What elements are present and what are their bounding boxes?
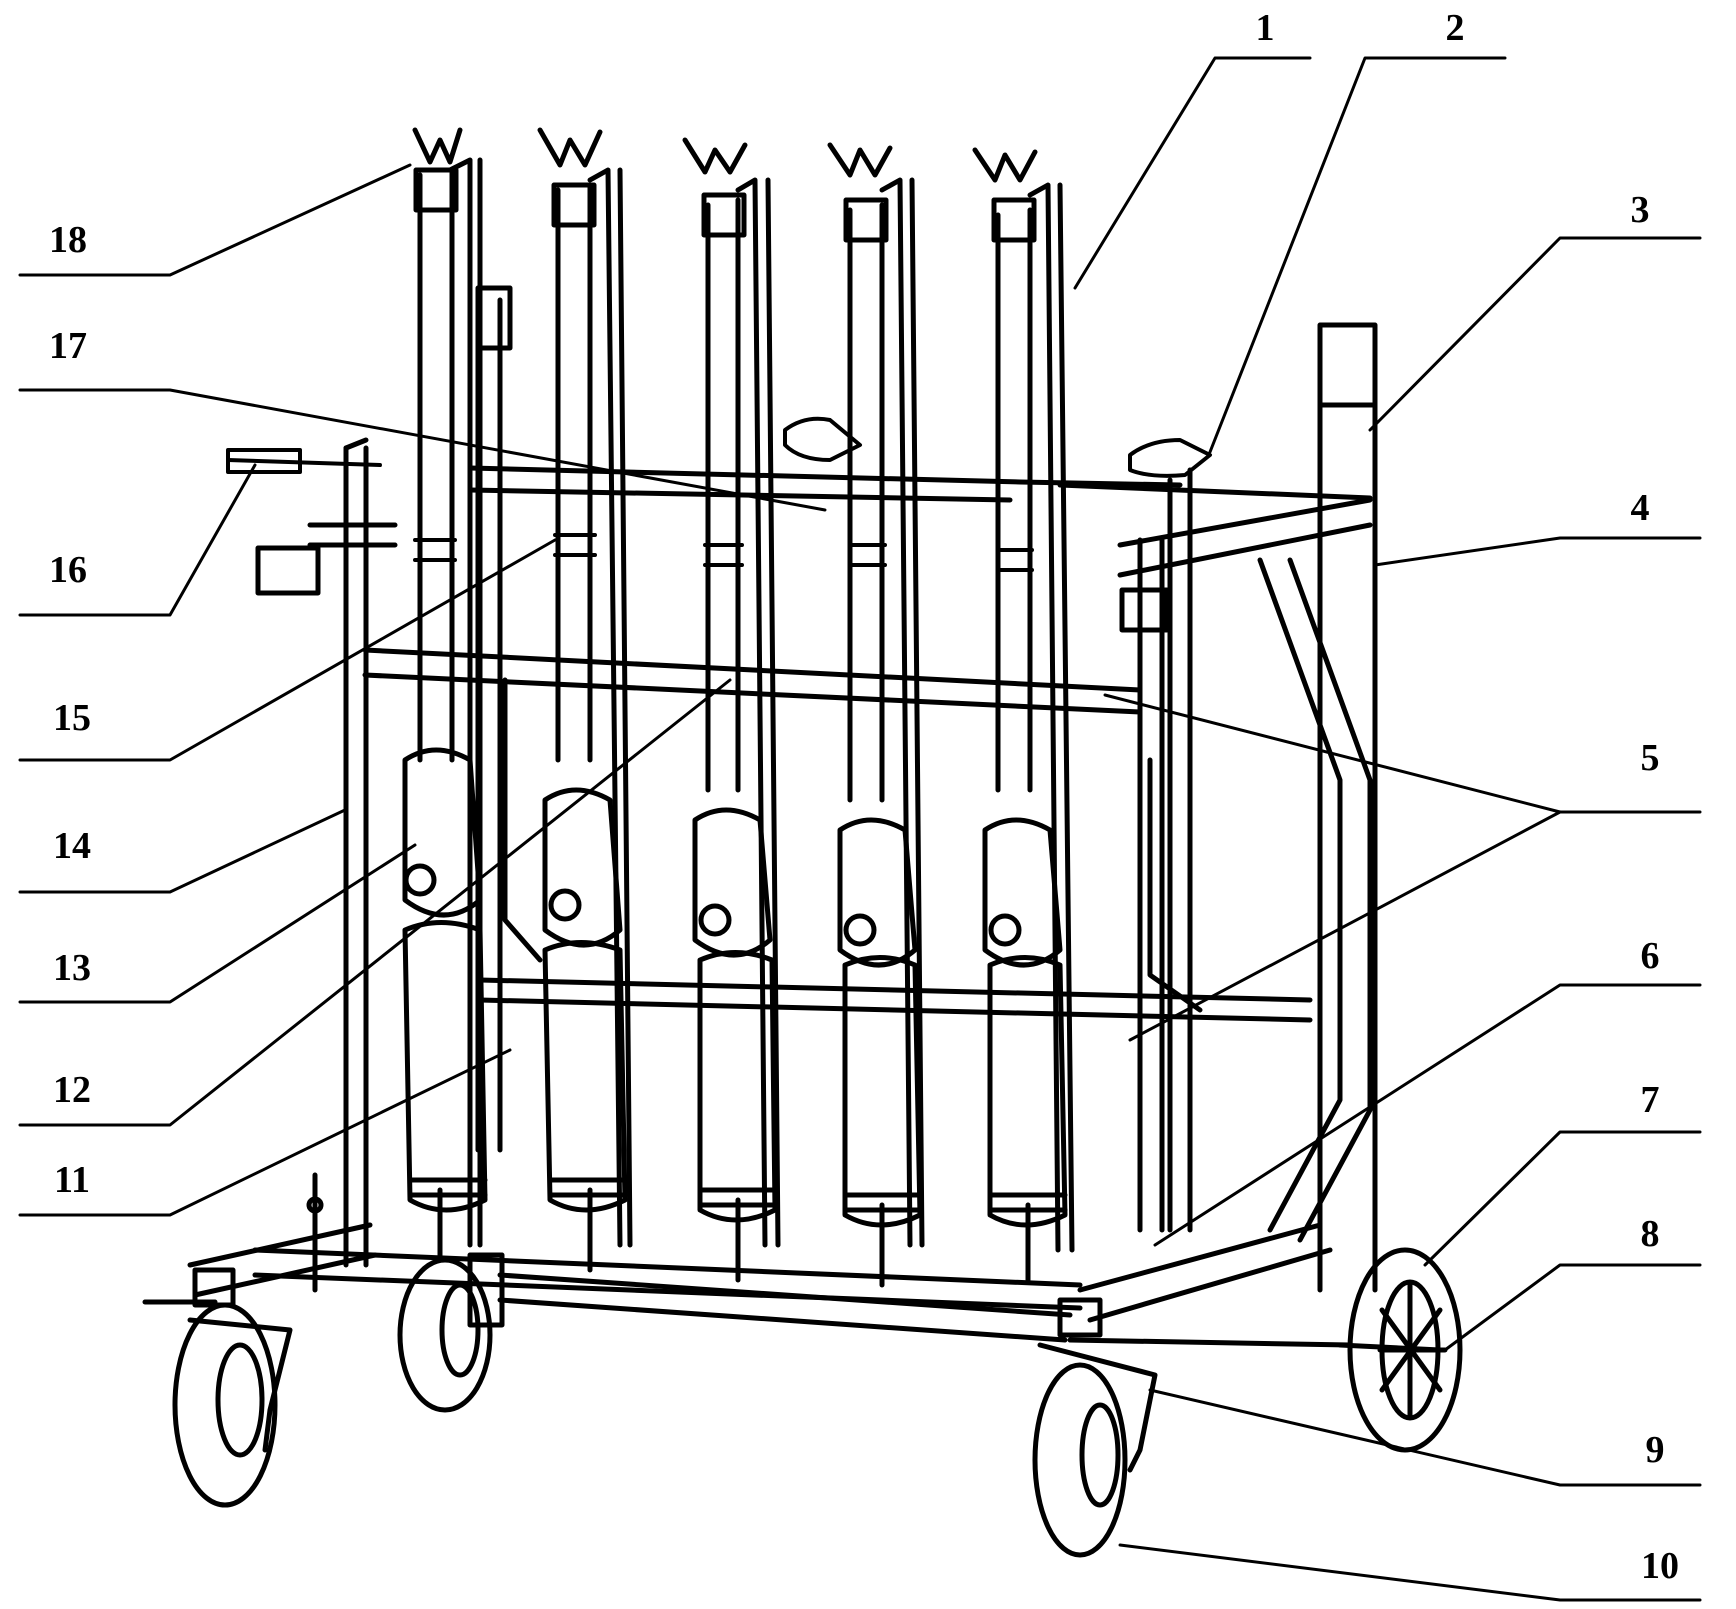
leader-6 [1153,983,1702,1247]
label-11: 11 [54,1159,90,1201]
cylinder-1 [402,127,488,1263]
leader-10 [1118,1543,1702,1602]
leader-15 [18,538,557,762]
leader-17 [18,388,827,512]
label-6: 6 [1641,935,1660,977]
label-14: 14 [53,825,91,867]
leader-3 [1368,236,1702,432]
leader-9 [1148,1388,1702,1487]
leader-4 [1373,536,1702,567]
label-15: 15 [53,697,91,739]
label-16: 16 [49,549,87,591]
label-12: 12 [53,1069,91,1111]
leader-lines [18,56,1702,1602]
cylinder-2 [537,127,633,1273]
label-5: 5 [1641,737,1660,779]
label-9: 9 [1646,1429,1665,1471]
leader-5 [1103,693,1702,1042]
front-right-caster [1032,1342,1158,1558]
rear-right-wheel [1337,1247,1463,1453]
label-13: 13 [53,947,91,989]
leader-18 [18,163,412,277]
label-17: 17 [49,325,87,367]
label-1: 1 [1256,7,1275,49]
leader-2 [1208,56,1507,454]
cylinder-4 [827,142,925,1288]
part-labels: 1 2 3 4 5 6 7 8 9 10 11 12 13 14 15 16 1… [49,7,1679,1587]
leader-11 [18,1048,512,1217]
label-2: 2 [1446,7,1465,49]
label-10: 10 [1641,1545,1679,1587]
leader-7 [1423,1130,1702,1267]
cylinder-3 [682,137,781,1283]
leader-16 [18,463,257,617]
label-3: 3 [1631,189,1650,231]
label-7: 7 [1641,1079,1660,1121]
label-18: 18 [49,219,87,261]
label-8: 8 [1641,1213,1660,1255]
label-4: 4 [1631,487,1650,529]
rear-left-wheel [397,1252,505,1413]
top-clamps [226,416,1212,572]
leader-13 [18,843,417,1004]
front-left-caster [172,1302,293,1508]
leader-14 [18,808,347,894]
leader-12 [18,678,732,1127]
leader-1 [1073,56,1312,290]
cart-frame [142,285,1378,1348]
cylinder-5 [972,147,1075,1283]
leader-8 [1443,1263,1702,1352]
